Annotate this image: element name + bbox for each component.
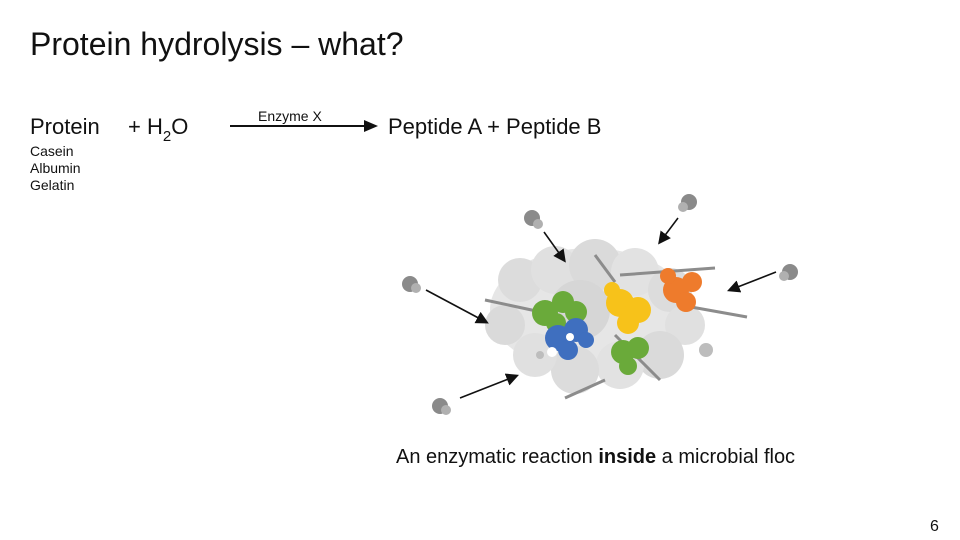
water-suffix: O bbox=[171, 114, 189, 139]
page-number: 6 bbox=[930, 518, 939, 535]
reactant-water: + H2O bbox=[128, 114, 189, 146]
floc-caption: An enzymatic reaction inside a microbial… bbox=[396, 446, 795, 469]
protein-examples: Casein Albumin Gelatin bbox=[30, 143, 81, 194]
caption-emphasis: inside bbox=[598, 446, 657, 468]
example-gelatin: Gelatin bbox=[30, 177, 75, 193]
enzyme-inflow-arrows bbox=[425, 217, 777, 399]
reactant-protein: Protein bbox=[30, 114, 100, 139]
orange-protein bbox=[660, 268, 702, 312]
blue-protein bbox=[545, 318, 594, 360]
water-subscript: 2 bbox=[162, 128, 172, 146]
example-casein: Casein bbox=[30, 143, 74, 159]
slide-title: Protein hydrolysis – what? bbox=[30, 26, 404, 62]
floc-cluster bbox=[484, 239, 748, 400]
yellow-protein bbox=[604, 282, 651, 334]
reaction-arrow bbox=[230, 120, 378, 132]
free-enzyme-molecules bbox=[402, 194, 798, 415]
example-albumin: Albumin bbox=[30, 160, 81, 176]
green-protein-right bbox=[611, 337, 649, 375]
caption-text-after: a microbial floc bbox=[656, 446, 796, 468]
products: Peptide A + Peptide B bbox=[388, 114, 602, 139]
enzyme-label: Enzyme X bbox=[258, 108, 322, 124]
water-prefix: + H bbox=[128, 114, 163, 139]
caption-text-before: An enzymatic reaction bbox=[396, 446, 599, 468]
microbial-floc-illustration bbox=[402, 194, 798, 415]
